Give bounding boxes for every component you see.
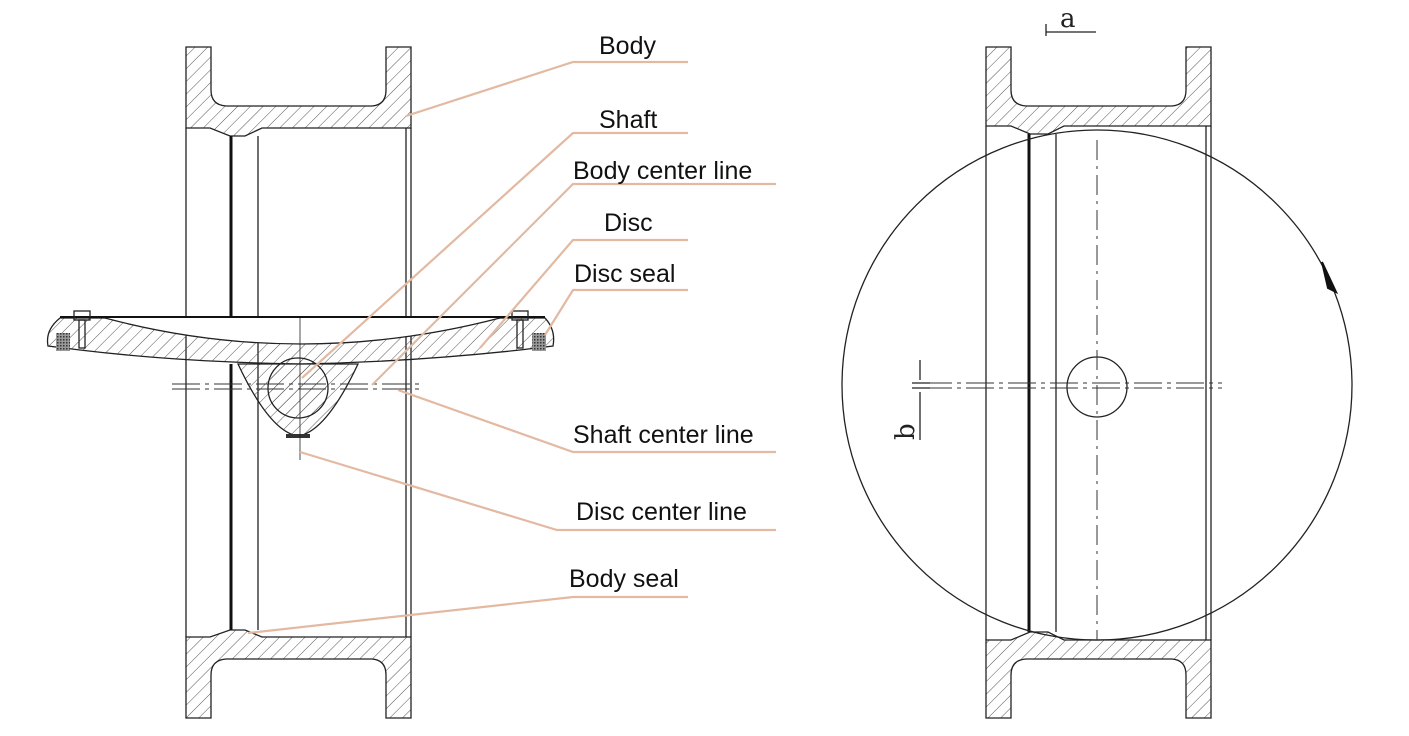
bolt-right-icon — [511, 310, 529, 349]
right-front-view: a b — [841, 4, 1353, 719]
disc-seal-left — [56, 333, 70, 351]
dimension-b: b — [891, 423, 921, 440]
body-bottom — [185, 629, 412, 719]
leader-lines — [247, 60, 776, 635]
body-top — [185, 46, 412, 137]
label-shaft-center-line: Shaft center line — [573, 421, 754, 449]
label-body-seal: Body seal — [569, 565, 679, 593]
bolt-left-icon — [73, 310, 91, 349]
label-disc-center-line: Disc center line — [576, 498, 747, 526]
label-shaft: Shaft — [599, 106, 657, 134]
disc-seal-right — [532, 333, 546, 351]
label-body-center-line: Body center line — [573, 157, 752, 185]
body-bottom-right — [985, 631, 1212, 719]
dimension-a: a — [1060, 4, 1076, 34]
label-body: Body — [599, 32, 656, 60]
label-disc-seal: Disc seal — [574, 260, 675, 288]
body-top-right — [985, 46, 1212, 135]
shaft — [267, 357, 329, 419]
rotation-arrow-icon — [1321, 261, 1339, 295]
left-section-view — [46, 46, 555, 719]
label-disc: Disc — [604, 209, 653, 237]
